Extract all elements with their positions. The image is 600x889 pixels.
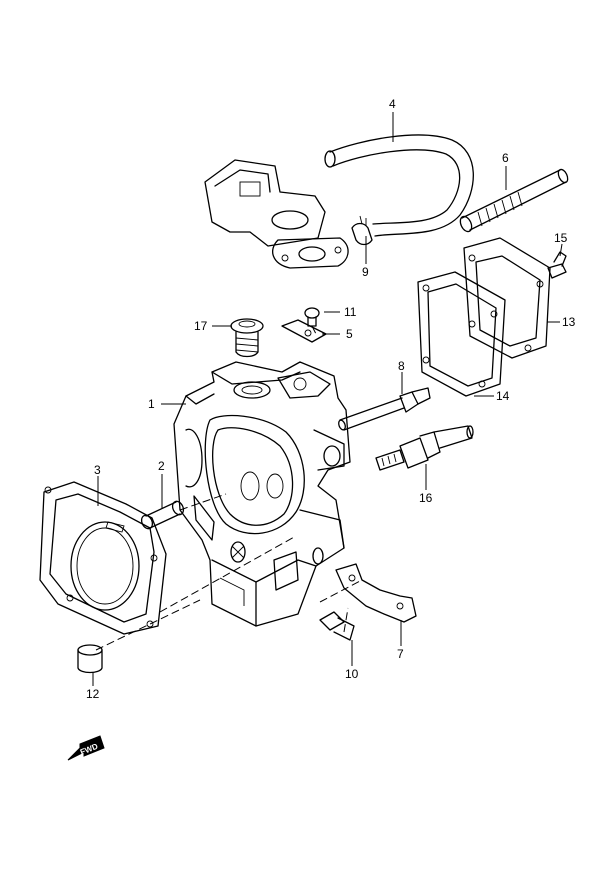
thermostat-cover[interactable]	[204, 159, 349, 269]
forward-arrow-icon: FWD	[67, 735, 105, 761]
label-part-1: 1	[148, 397, 155, 411]
clip-part-9[interactable]	[351, 215, 373, 246]
label-part-17: 17	[194, 319, 208, 333]
spark-plug-part-16[interactable]	[375, 425, 474, 471]
part-labels: 4 6 15 9 11 5 17 13 14 8 1 2 3 16 12 10 …	[86, 97, 576, 701]
label-part-5: 5	[346, 327, 353, 341]
stud-bolt-part-8[interactable]	[337, 387, 431, 431]
bolt-part-15[interactable]	[547, 251, 567, 279]
plate-part-5[interactable]	[281, 319, 327, 343]
pipe-part-6[interactable]	[458, 168, 569, 233]
label-part-4: 4	[389, 97, 396, 111]
label-part-15: 15	[554, 231, 568, 245]
cover-part-13[interactable]	[463, 237, 551, 359]
alignment-lines	[95, 325, 363, 651]
label-part-10: 10	[345, 667, 359, 681]
label-part-2: 2	[158, 459, 165, 473]
label-part-14: 14	[496, 389, 510, 403]
head-gasket-part-3[interactable]	[39, 481, 167, 635]
gasket-part-14[interactable]	[417, 271, 506, 397]
leader-lines	[92, 112, 563, 686]
label-part-13: 13	[562, 315, 576, 329]
screw-part-11[interactable]	[304, 307, 320, 327]
label-part-6: 6	[502, 151, 509, 165]
bolt-part-10[interactable]	[319, 611, 355, 641]
label-part-3: 3	[94, 463, 101, 477]
label-part-11: 11	[344, 305, 357, 319]
label-part-9: 9	[362, 265, 369, 279]
label-part-16: 16	[419, 491, 433, 505]
hose-part-4[interactable]	[324, 134, 474, 237]
thermostat-part-17[interactable]	[230, 318, 264, 358]
label-part-8: 8	[398, 359, 405, 373]
label-part-7: 7	[397, 647, 404, 661]
bracket-part-7[interactable]	[335, 563, 417, 623]
label-part-12: 12	[86, 687, 100, 701]
sleeve-part-12[interactable]	[77, 644, 103, 674]
cylinder-head-part-1[interactable]	[173, 361, 351, 627]
